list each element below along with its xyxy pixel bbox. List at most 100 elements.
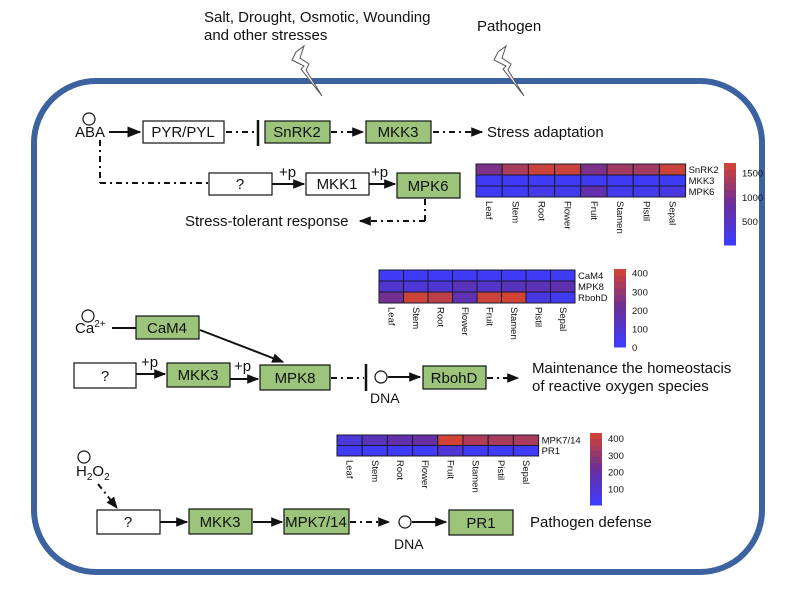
- calcium-molecule-icon: [81, 309, 95, 323]
- heatmap-column-label: Root: [536, 201, 547, 221]
- mpk6-node[interactable]: [396, 172, 461, 199]
- colorbar-tick-label: 200: [608, 468, 624, 479]
- dna-label-2: DNA: [370, 390, 400, 406]
- heatmap-cell: [525, 280, 551, 293]
- heatmap-cell: [452, 280, 478, 293]
- snrk2-node[interactable]: [264, 120, 331, 144]
- heatmap-column-label: Leaf: [385, 307, 396, 326]
- heatmap-column-label: Leaf: [483, 201, 494, 220]
- heatmap-cell: [580, 185, 608, 198]
- calcium-charge: 2+: [94, 319, 106, 330]
- colorbar-segment: [590, 487, 602, 494]
- heatmap-column-label: Stamen: [470, 460, 481, 493]
- mkk3-node-1[interactable]: [365, 120, 432, 144]
- stress-adaptation-label: Stress adaptation: [487, 124, 604, 141]
- lightning-bolt-icon: [493, 44, 525, 97]
- heatmap-cell: [403, 291, 429, 304]
- pyr-pyl-node[interactable]: [142, 120, 225, 144]
- heatmap-column-label: Stem: [509, 201, 520, 223]
- h2o2-h: H: [76, 463, 87, 480]
- colorbar-segment: [590, 451, 602, 458]
- stress-tolerant-label: Stress-tolerant response: [185, 213, 348, 230]
- heatmap-column-label: Stem: [410, 307, 421, 329]
- aba-molecule-icon: [82, 112, 96, 126]
- heatmap-cell: [386, 445, 414, 457]
- heatmap-cell: [437, 445, 464, 457]
- heatmap-column-label: Stamen: [508, 307, 519, 340]
- heatmap-cell: [476, 269, 502, 282]
- mkk3-node-3[interactable]: [188, 508, 253, 535]
- heatmap-cell: [462, 445, 489, 457]
- colorbar-tick-label: 1500: [742, 169, 763, 180]
- unknown-node-3[interactable]: [96, 509, 161, 535]
- heatmap-column-label: Sepal: [520, 460, 531, 484]
- cam4-label: CaM4: [147, 320, 187, 337]
- colorbar-segment: [590, 457, 602, 464]
- heatmap-cell: [554, 185, 582, 198]
- heatmap-cell: [606, 174, 634, 187]
- heatmap-cell: [475, 163, 503, 176]
- cell-membrane: [31, 78, 765, 575]
- colorbar-segment: [590, 445, 602, 452]
- colorbar-tick-label: 200: [632, 306, 648, 317]
- colorbar-segment: [724, 190, 736, 198]
- colorbar-segment: [614, 288, 626, 296]
- heatmap-column-label: Sepal: [667, 201, 678, 225]
- heatmap-cell: [527, 185, 556, 198]
- pathogen-defense-label: Pathogen defense: [530, 514, 652, 531]
- mpk8-label: MPK8: [275, 370, 316, 387]
- colorbar-segment: [724, 238, 736, 246]
- heatmap-cell: [580, 174, 608, 187]
- colorbar-tick-label: 400: [632, 269, 648, 280]
- rbohd-node[interactable]: [422, 365, 487, 390]
- heatmap-cell: [462, 434, 489, 446]
- calcium-symbol: Ca: [75, 320, 95, 337]
- heatmap-column-label: Fruit: [444, 460, 455, 479]
- dna-icon: [398, 515, 412, 529]
- mpk6-label: MPK6: [408, 178, 449, 195]
- heatmap-cell: [527, 174, 556, 187]
- snrk2-label: SnRK2: [273, 124, 321, 141]
- colorbar-segment: [724, 163, 736, 171]
- colorbar-segment: [724, 204, 736, 212]
- heatmap-column-label: Leaf: [344, 460, 355, 479]
- h2o2-sub1: 2: [87, 472, 93, 483]
- heatmap-column-label: Root: [434, 307, 445, 327]
- mpk714-node[interactable]: [283, 508, 350, 535]
- heatmap-cell: [525, 269, 551, 282]
- h2o2-o: O: [92, 463, 104, 480]
- heatmap-cell: [475, 185, 503, 198]
- heatmap-cell: [487, 434, 514, 446]
- colorbar-tick-label: 300: [608, 451, 624, 462]
- biotic-stimulus: Pathogen: [477, 18, 541, 35]
- colorbar-segment: [614, 314, 626, 322]
- heatmap-cell: [403, 269, 429, 282]
- heatmap-cell: [437, 434, 464, 446]
- lightning-bolt-icon: [291, 44, 323, 97]
- heatmap-cell: [501, 163, 529, 176]
- heatmap-cell: [403, 280, 429, 293]
- unknown-node-2[interactable]: [73, 362, 137, 389]
- colorbar-tick-label: 300: [632, 287, 648, 298]
- heatmap-cell: [501, 185, 529, 198]
- colorbar-segment: [614, 301, 626, 309]
- heatmap-cell: [512, 445, 540, 457]
- heatmap-cell: [658, 163, 687, 176]
- mpk8-node[interactable]: [259, 364, 331, 391]
- phosphorylation-label: +p: [371, 164, 388, 181]
- mkk3-node-2[interactable]: [166, 362, 231, 388]
- heatmap-column-label: Flower: [562, 201, 573, 230]
- pr1-node[interactable]: [448, 509, 514, 536]
- heatmap-column-label: Pistil: [532, 307, 543, 327]
- colorbar-segment: [724, 176, 736, 184]
- heatmap-row-label: PR1: [542, 446, 560, 457]
- cam4-node[interactable]: [135, 315, 200, 340]
- heatmap-cell: [336, 434, 363, 446]
- heatmap-cell: [452, 291, 478, 304]
- colorbar-segment: [590, 463, 602, 470]
- heatmap-cell: [550, 269, 576, 282]
- heatmap-cell: [412, 445, 439, 457]
